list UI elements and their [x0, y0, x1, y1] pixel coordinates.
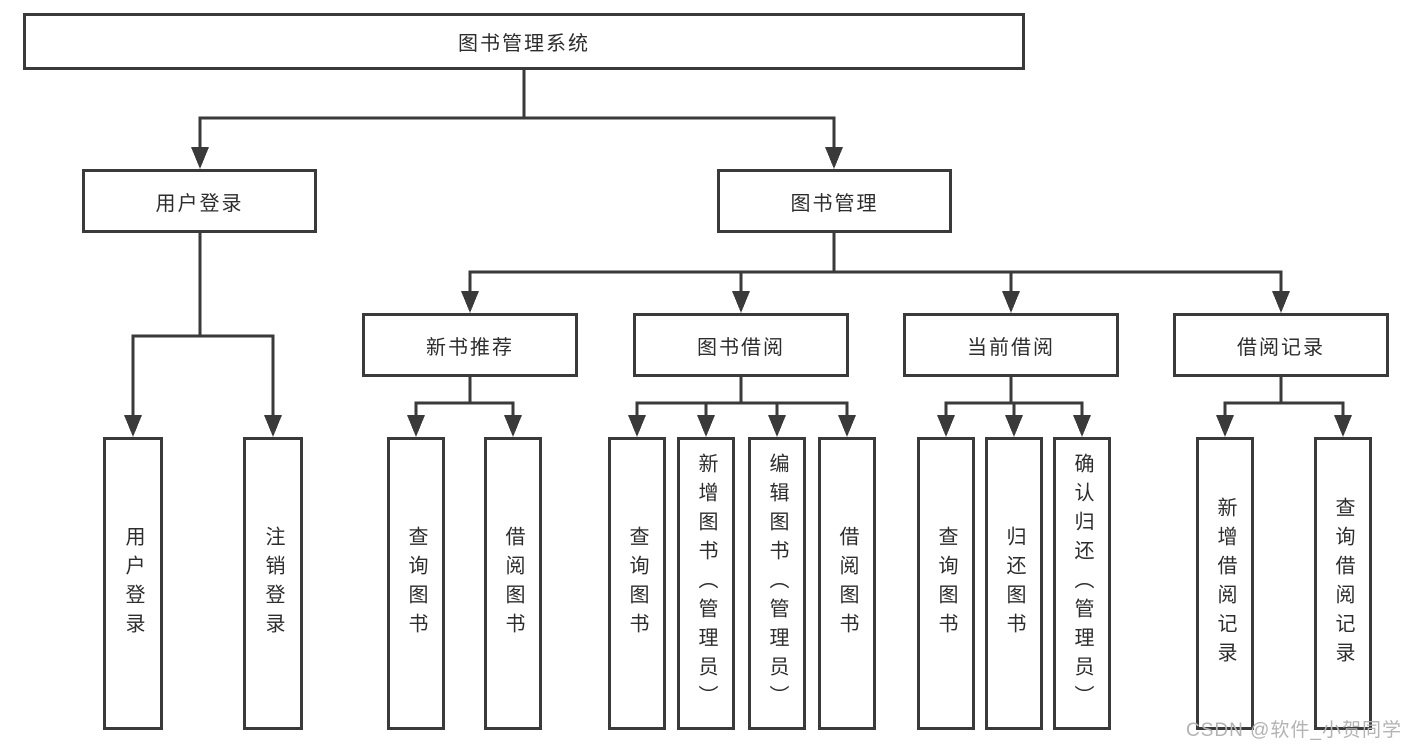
leaf-borrow-books-recommend: 借阅图书: [484, 437, 542, 730]
leaf-return-books-label: 归还图书: [1003, 525, 1025, 642]
leaf-query-books-current: 查询图书: [917, 437, 975, 730]
leaf-add-borrow-record: 新增借阅记录: [1196, 437, 1254, 730]
node-book-management-label: 图书管理: [790, 192, 879, 215]
leaf-edit-books-admin-label: 编辑图书（管理员）: [766, 453, 788, 714]
node-user-login-label: 用户登录: [155, 192, 244, 215]
leaf-query-borrow-record-label: 查询借阅记录: [1332, 496, 1354, 671]
node-borrowing-records-label: 借阅记录: [1237, 336, 1325, 359]
leaf-user-login-label: 用户登录: [122, 525, 144, 642]
node-root: 图书管理系统: [23, 13, 1025, 70]
leaf-return-books: 归还图书: [985, 437, 1043, 730]
node-book-borrowing: 图书借阅: [633, 313, 849, 377]
leaf-borrow-books-label: 借阅图书: [836, 525, 858, 642]
leaf-add-books-admin-label: 新增图书（管理员）: [695, 453, 717, 714]
node-borrowing-records: 借阅记录: [1173, 313, 1389, 377]
node-current-borrowing: 当前借阅: [903, 313, 1119, 377]
leaf-edit-books-admin: 编辑图书（管理员）: [748, 437, 806, 730]
node-current-borrowing-label: 当前借阅: [967, 336, 1055, 359]
leaf-confirm-return-admin: 确认归还（管理员）: [1053, 437, 1111, 730]
leaf-add-borrow-record-label: 新增借阅记录: [1214, 496, 1236, 671]
node-user-login: 用户登录: [82, 169, 317, 233]
leaf-query-books-recommend-label: 查询图书: [405, 525, 427, 642]
leaf-query-books-borrow: 查询图书: [608, 437, 666, 730]
leaf-query-borrow-record: 查询借阅记录: [1314, 437, 1372, 730]
arrowheads: [124, 147, 1352, 437]
leaf-borrow-books-recommend-label: 借阅图书: [502, 525, 524, 642]
leaf-confirm-return-admin-label: 确认归还（管理员）: [1071, 453, 1093, 714]
leaf-query-books-borrow-label: 查询图书: [626, 525, 648, 642]
csdn-watermark: CSDN @软件_小贺同学: [1186, 720, 1402, 741]
node-book-borrowing-label: 图书借阅: [697, 336, 785, 359]
leaf-query-books-current-label: 查询图书: [935, 525, 957, 642]
leaf-user-login: 用户登录: [103, 437, 163, 730]
node-new-book-recommendation-label: 新书推荐: [426, 336, 514, 359]
tree-edges: [131, 70, 1345, 418]
leaf-borrow-books: 借阅图书: [818, 437, 876, 730]
leaf-add-books-admin: 新增图书（管理员）: [677, 437, 735, 730]
node-book-management: 图书管理: [717, 169, 952, 233]
leaf-query-books-recommend: 查询图书: [387, 437, 445, 730]
leaf-logout-label: 注销登录: [262, 525, 284, 642]
leaf-logout: 注销登录: [243, 437, 303, 730]
node-new-book-recommendation: 新书推荐: [362, 313, 578, 377]
node-root-label: 图书管理系统: [458, 33, 590, 55]
